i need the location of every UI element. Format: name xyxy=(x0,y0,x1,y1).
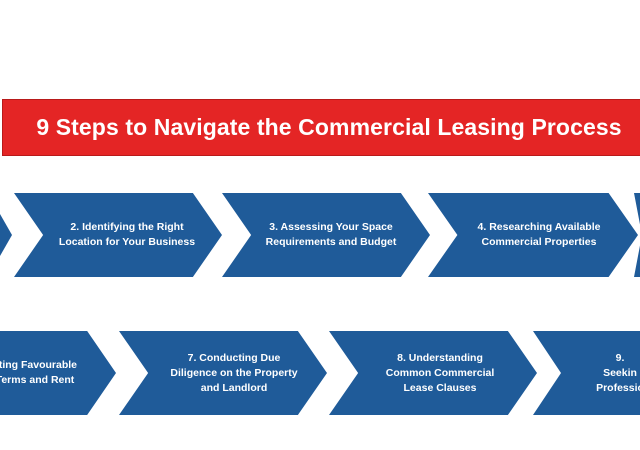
step-7-label: 7. Conducting Due Diligence on the Prope… xyxy=(170,351,298,394)
step-4-chevron: 4. Researching Available Commercial Prop… xyxy=(428,193,638,277)
page-title: 9 Steps to Navigate the Commercial Leasi… xyxy=(36,114,622,140)
step-7-chevron: 7. Conducting Due Diligence on the Prope… xyxy=(119,331,327,415)
step-8-chevron: 8. Understanding Common Commercial Lease… xyxy=(329,331,537,415)
step-2-label: 2. Identifying the Right Location for Yo… xyxy=(58,221,196,248)
step-4-label: 4. Researching Available Commercial Prop… xyxy=(477,221,601,248)
step-6-chevron: ating Favourable Terms and Rent xyxy=(0,331,116,415)
step-1-chevron xyxy=(0,193,12,277)
step-6-label: ating Favourable Terms and Rent xyxy=(0,359,77,386)
step-8-label: 8. Understanding Common Commercial Lease… xyxy=(385,351,495,394)
step-2-chevron: 2. Identifying the Right Location for Yo… xyxy=(14,193,222,277)
step-3-label: 3. Assessing Your Space Requirements and… xyxy=(265,221,397,248)
step-3-chevron: 3. Assessing Your Space Requirements and… xyxy=(222,193,430,277)
title-banner: 9 Steps to Navigate the Commercial Leasi… xyxy=(2,99,640,156)
